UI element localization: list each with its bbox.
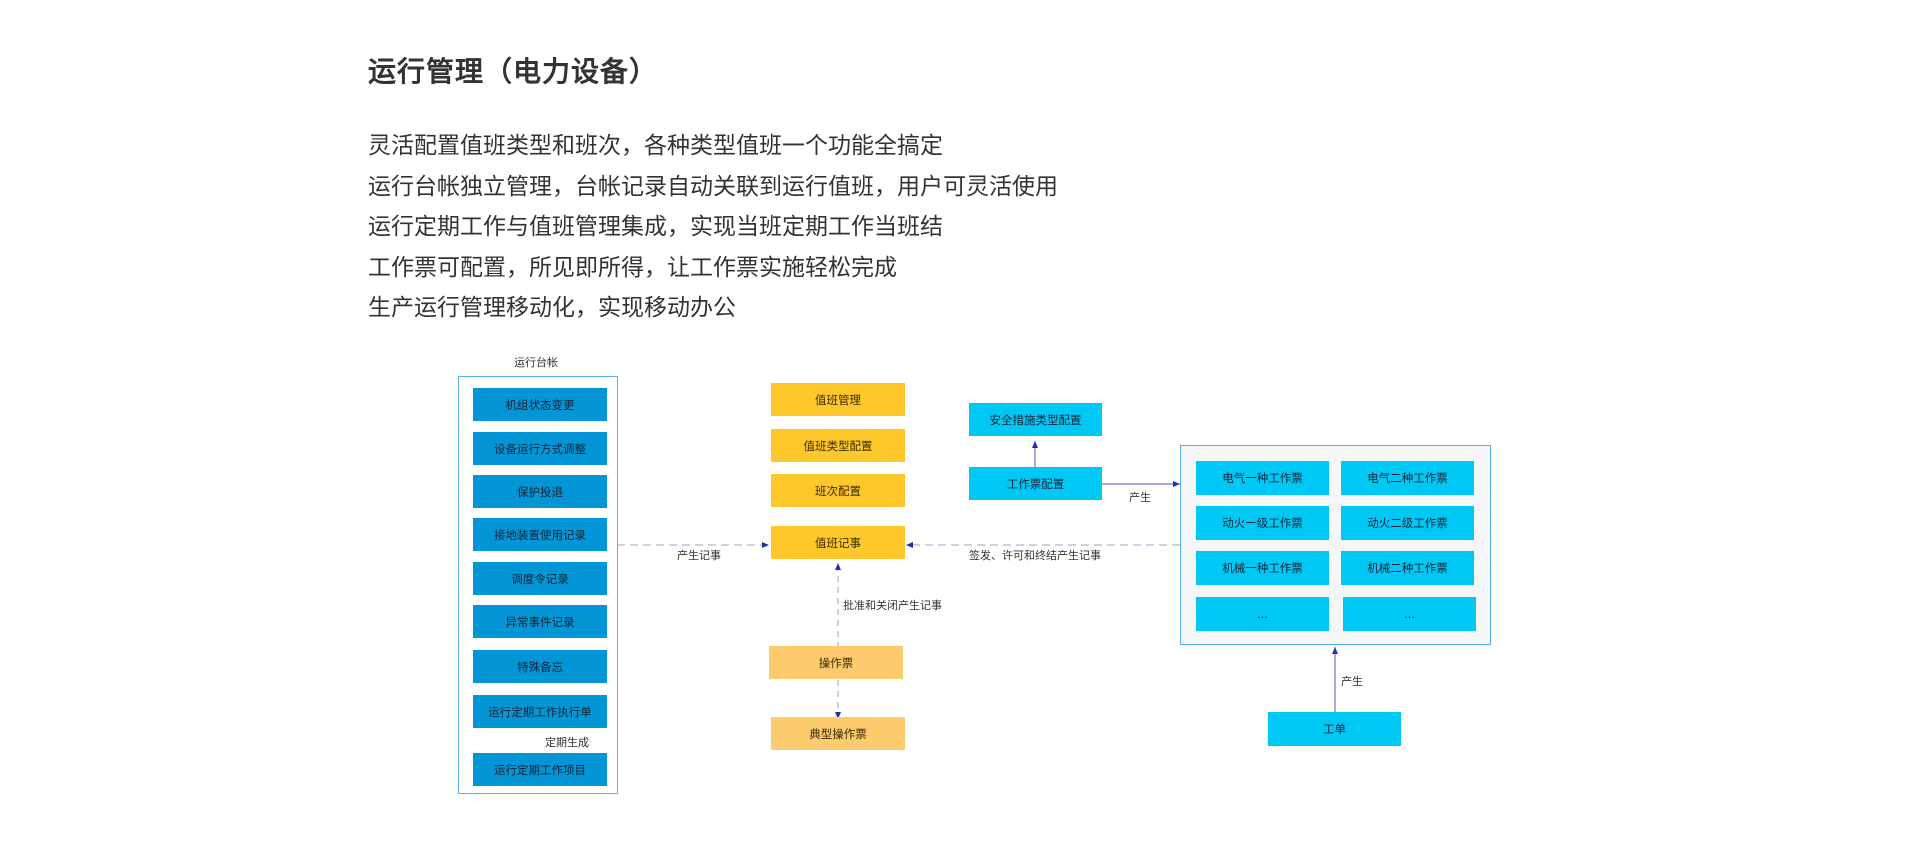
feature-item: 灵活配置值班类型和班次，各种类型值班一个功能全搞定: [368, 133, 943, 159]
ledger-title: 运行台帐: [514, 356, 558, 369]
work-ticket-type: 电气一种工作票: [1196, 461, 1329, 495]
ledger-item: 机组状态变更: [473, 388, 607, 421]
operation-ticket-box: 操作票: [769, 646, 903, 679]
shift-config-box: 班次配置: [771, 474, 905, 507]
duty-log-box: 值班记事: [771, 526, 905, 559]
order-produce-label: 产生: [1341, 675, 1363, 688]
work-ticket-type: 电气二种工作票: [1341, 461, 1474, 495]
approve-close-label: 批准和关闭产生记事: [843, 599, 942, 612]
feature-item: 运行定期工作与值班管理集成，实现当班定期工作当班结: [368, 214, 943, 240]
work-ticket-type: 机械二种工作票: [1341, 551, 1474, 585]
work-ticket-config-box: 工作票配置: [969, 467, 1102, 500]
ledger-item: 设备运行方式调整: [473, 432, 607, 465]
ledger-item: 运行定期工作执行单: [473, 695, 607, 728]
page-title: 运行管理（电力设备）: [368, 55, 659, 88]
duty-type-config-box: 值班类型配置: [771, 429, 905, 462]
feature-list: 灵活配置值班类型和班次，各种类型值班一个功能全搞定 运行台帐独立管理，台帐记录自…: [368, 126, 1058, 329]
feature-item: 生产运行管理移动化，实现移动办公: [368, 295, 736, 321]
work-ticket-type: 动火一级工作票: [1196, 506, 1329, 540]
periodic-item-box: 运行定期工作项目: [473, 753, 607, 786]
safety-measure-config-box: 安全措施类型配置: [969, 403, 1102, 436]
ledger-item: 异常事件记录: [473, 605, 607, 638]
produce-label: 产生: [1129, 491, 1151, 504]
ledger-item: 调度令记录: [473, 562, 607, 595]
work-ticket-type: ...: [1196, 597, 1329, 631]
work-ticket-type: ...: [1343, 597, 1476, 631]
feature-item: 工作票可配置，所见即所得，让工作票实施轻松完成: [368, 254, 897, 281]
work-order-box: 工单: [1268, 712, 1401, 746]
feature-item: 运行台帐独立管理，台帐记录自动关联到运行值班，用户可灵活使用: [368, 173, 1058, 200]
work-ticket-type: 机械一种工作票: [1196, 551, 1329, 585]
work-ticket-type: 动火二级工作票: [1341, 506, 1474, 540]
ledger-item: 特殊备忘: [473, 650, 607, 683]
ledger-item: 保护投退: [473, 475, 607, 508]
sign-permit-label: 签发、许可和终结产生记事: [969, 549, 1101, 562]
ledger-log-label: 产生记事: [677, 549, 721, 562]
periodic-generate-label: 定期生成: [545, 736, 589, 749]
duty-management-box: 值班管理: [771, 383, 905, 416]
typical-operation-ticket-box: 典型操作票: [771, 717, 905, 750]
ledger-item: 接地装置使用记录: [473, 518, 607, 551]
